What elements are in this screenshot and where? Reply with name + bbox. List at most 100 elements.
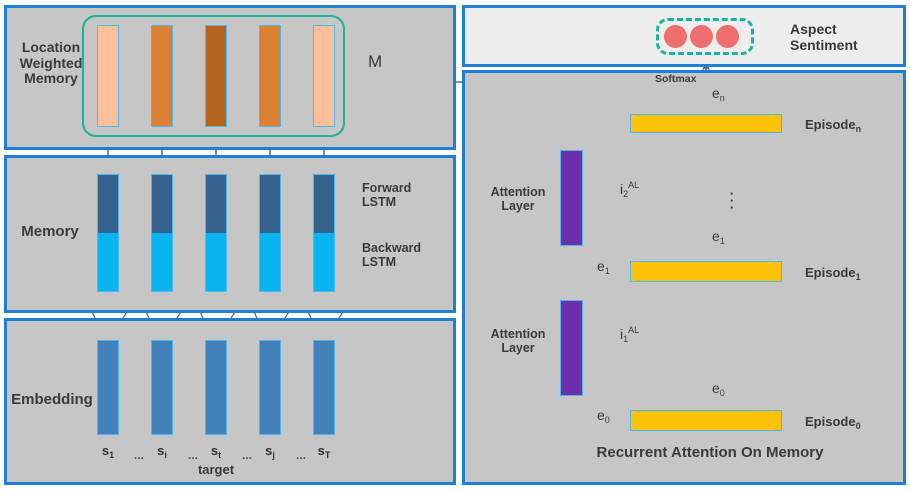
token-sub-5: T	[324, 450, 331, 460]
memory-output-label-M: M	[368, 52, 383, 71]
forward-lstm-label: Forward LSTM	[362, 181, 446, 209]
episode-1-label-base: Episode	[805, 265, 856, 280]
token-base-5: s	[317, 443, 325, 458]
forward-lstm-label-line-1: Forward	[362, 181, 412, 195]
episode-0-label: Episode0	[805, 414, 861, 431]
attention-2-label-line-2: Layer	[501, 199, 535, 213]
i2al-sub: 2	[623, 189, 629, 199]
episode-n-label-sub: n	[855, 124, 862, 134]
memory-cell-3-backward	[205, 233, 227, 292]
attention-input-1-label: i1AL	[620, 325, 639, 344]
episode-n-label: Episoden	[805, 117, 861, 134]
aspect-label-line-2: Sentiment	[790, 36, 858, 53]
embedding-vector-2	[151, 340, 173, 435]
embedding-vector-5	[313, 340, 335, 435]
memory-cell-5-backward	[313, 233, 335, 292]
memory-cell-1-forward	[97, 174, 119, 233]
memory-cell-3-forward	[205, 174, 227, 233]
e0-left-sub: 0	[604, 415, 610, 425]
backward-lstm-label-line-1: Backward	[362, 241, 422, 255]
episode-0-bar	[630, 410, 782, 431]
token-sub-4: j	[272, 450, 275, 460]
episode-n-bar	[630, 114, 782, 133]
e1-up-sub: 1	[719, 236, 725, 246]
e0-left-base: e	[597, 407, 605, 423]
aspect-sentiment-label: Aspect Sentiment	[790, 21, 900, 53]
episode-1-label-sub: 1	[855, 272, 861, 282]
backward-lstm-label: Backward LSTM	[362, 241, 454, 269]
i2al-sup: AL	[628, 180, 640, 190]
token-ellipsis-2: ...	[187, 448, 198, 462]
token-label-2: si	[147, 443, 177, 460]
episode-n-output-label: en	[712, 85, 725, 103]
episode-vertical-ellipsis: · · ·	[726, 186, 738, 215]
e1-left-base: e	[597, 258, 605, 274]
memory-label: Memory	[21, 223, 79, 240]
attention-input-2-label: i2AL	[620, 180, 639, 199]
lwm-slot-3	[205, 25, 227, 127]
i1al-sup: AL	[628, 325, 640, 335]
lwm-label-line-3: Memory	[24, 70, 78, 87]
embedding-vector-3	[205, 340, 227, 435]
token-base-4: s	[265, 443, 273, 458]
vdot-1: ·	[729, 186, 735, 201]
sentiment-dot-2	[690, 25, 713, 48]
lwm-label-line-2: Weighted	[19, 54, 83, 71]
token-ellipsis-1: ...	[133, 448, 144, 462]
token-sub-2: i	[164, 450, 167, 460]
en-base: e	[712, 85, 720, 101]
episode-0-output-label-left: e0	[597, 407, 610, 425]
episode-1-bar	[630, 261, 782, 282]
vdot-3: ·	[729, 200, 735, 215]
en-sub: n	[719, 93, 725, 103]
lwm-label-line-1: Location	[21, 39, 81, 55]
e1-left-sub: 1	[604, 266, 610, 276]
ram-title: Recurrent Attention On Memory	[596, 444, 824, 461]
episode-0-label-base: Episode	[805, 414, 856, 429]
token-base-3: s	[210, 443, 219, 458]
token-label-1: s1	[93, 443, 123, 460]
softmax-label: Softmax	[655, 73, 697, 85]
e0-up-sub: 0	[719, 388, 725, 398]
token-base-1: s	[101, 443, 110, 458]
memory-cell-5-forward	[313, 174, 335, 233]
lwm-slot-4	[259, 25, 281, 127]
token-ellipsis-4: ...	[295, 448, 306, 462]
e1-up-base: e	[712, 228, 720, 244]
attention-layer-1-bar	[560, 300, 583, 396]
episode-1-label: Episode1	[805, 265, 861, 282]
attention-layer-2-label: Attention Layer	[480, 185, 556, 213]
memory-panel	[4, 155, 456, 313]
memory-cell-4-forward	[259, 174, 281, 233]
memory-cell-1-backward	[97, 233, 119, 292]
aspect-label-line-1: Aspect	[790, 21, 837, 37]
vdot-2: ·	[729, 193, 735, 208]
token-base-2: s	[157, 443, 165, 458]
lwm-slot-5	[313, 25, 335, 127]
target-label: target	[197, 462, 235, 477]
token-sub-1: 1	[109, 450, 115, 460]
lwm-slot-container	[82, 15, 345, 137]
attention-2-label-line-1: Attention	[490, 185, 546, 199]
token-label-5: sT	[309, 443, 339, 460]
i1al-base: i	[620, 326, 624, 342]
attention-1-label-line-1: Attention	[490, 327, 546, 341]
forward-lstm-label-line-2: LSTM	[362, 195, 397, 209]
episode-0-output-label-up: e0	[712, 380, 725, 398]
token-sub-3: t	[218, 450, 222, 460]
episode-n-label-base: Episode	[805, 117, 856, 132]
token-ellipsis-3: ...	[241, 448, 252, 462]
memory-cell-2-backward	[151, 233, 173, 292]
episode-1-output-label-left: e1	[597, 258, 610, 276]
memory-cell-2-forward	[151, 174, 173, 233]
episode-1-output-label-up: e1	[712, 228, 725, 246]
attention-layer-1-label: Attention Layer	[480, 327, 556, 355]
e0-up-base: e	[712, 380, 720, 396]
location-weighted-memory-label: Location Weighted Memory	[12, 39, 90, 87]
attention-layer-2-bar	[560, 150, 583, 246]
token-label-4: sj	[255, 443, 285, 460]
i1al-sub: 1	[623, 334, 629, 344]
location-weighted-memory-panel	[4, 5, 456, 150]
attention-1-label-line-2: Layer	[501, 341, 535, 355]
